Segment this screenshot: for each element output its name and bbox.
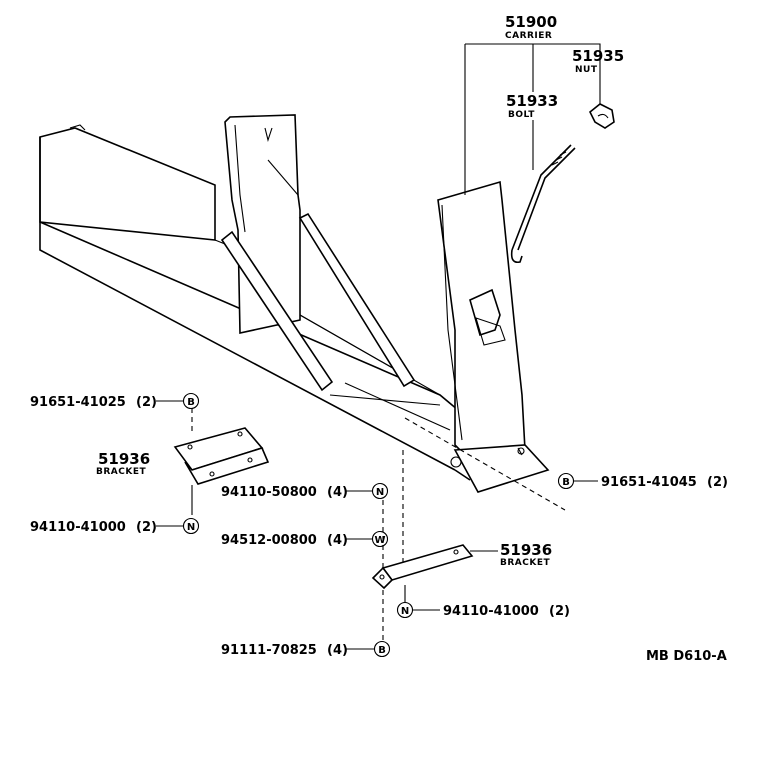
symbol-circle bbox=[557, 472, 575, 490]
callout-91651-41045: B 91651-41045 (2) bbox=[557, 472, 728, 490]
callout-symbol: N bbox=[376, 487, 384, 498]
callout-qty: (4) bbox=[327, 485, 348, 500]
symbol-circle bbox=[371, 482, 389, 500]
carrier-right-upright bbox=[437, 180, 550, 493]
callout-symbol: W bbox=[374, 535, 385, 546]
callout-94110-41000-left: 94110-41000 (2) N bbox=[30, 517, 200, 535]
bracket-right-name: BRACKET bbox=[500, 558, 550, 568]
bracket-left-name: BRACKET bbox=[96, 467, 146, 477]
callout-symbol: N bbox=[187, 522, 195, 533]
label-bracket-right: 51936 BRACKET bbox=[470, 541, 552, 568]
label-leader-carrier bbox=[464, 43, 601, 195]
bolt-part bbox=[510, 144, 576, 264]
callout-symbol: B bbox=[378, 645, 386, 656]
bolt-number: 51933 bbox=[506, 92, 558, 110]
callout-qty: (2) bbox=[549, 604, 570, 619]
carrier-braces bbox=[220, 212, 416, 392]
bracket-right-part bbox=[371, 544, 474, 590]
nut-name: NUT bbox=[575, 65, 598, 75]
carrier-name: CARRIER bbox=[505, 31, 552, 41]
callout-part-number: 91111-70825 bbox=[221, 643, 317, 658]
bolt-name: BOLT bbox=[508, 110, 535, 120]
bracket-left-number: 51936 bbox=[98, 450, 150, 468]
carrier-number: 51900 bbox=[505, 13, 557, 31]
callout-qty: (4) bbox=[327, 643, 348, 658]
callout-qty: (2) bbox=[136, 520, 157, 535]
label-carrier: 51900 CARRIER bbox=[505, 13, 557, 41]
callout-91651-41025: 91651-41025 (2) B bbox=[30, 392, 200, 410]
symbol-circle bbox=[373, 640, 391, 658]
symbol-circle bbox=[371, 530, 389, 548]
callout-part-number: 94110-50800 bbox=[221, 485, 317, 500]
callout-symbol: B bbox=[562, 477, 570, 488]
callout-qty: (2) bbox=[136, 395, 157, 410]
assembly-lines bbox=[191, 408, 566, 640]
callout-94110-50800: 94110-50800 (4) N bbox=[221, 482, 389, 500]
label-nut: 51935 NUT bbox=[572, 47, 624, 75]
callout-part-number: 91651-41025 bbox=[30, 395, 126, 410]
symbol-circle bbox=[182, 392, 200, 410]
callout-part-number: 91651-41045 bbox=[601, 475, 697, 490]
bracket-left-part bbox=[173, 427, 270, 485]
callout-94110-41000-right: N 94110-41000 (2) bbox=[396, 601, 570, 619]
nut-number: 51935 bbox=[572, 47, 624, 65]
callout-symbol: N bbox=[401, 606, 409, 617]
symbol-circle bbox=[396, 601, 414, 619]
symbol-circle bbox=[182, 517, 200, 535]
callout-qty: (2) bbox=[707, 475, 728, 490]
callout-94512-00800: 94512-00800 (4) W bbox=[221, 530, 389, 548]
callout-part-number: 94110-41000 bbox=[30, 520, 126, 535]
callout-part-number: 94110-41000 bbox=[443, 604, 539, 619]
callout-qty: (4) bbox=[327, 533, 348, 548]
label-bolt: 51933 BOLT bbox=[506, 92, 558, 120]
callout-91111-70825: 91111-70825 (4) B bbox=[221, 640, 391, 658]
nut-part bbox=[588, 103, 615, 129]
callout-part-number: 94512-00800 bbox=[221, 533, 317, 548]
callout-symbol: B bbox=[187, 397, 195, 408]
diagram-id: MB D610-A bbox=[646, 649, 727, 664]
carrier-left-post bbox=[224, 114, 301, 334]
bracket-right-number: 51936 bbox=[500, 541, 552, 559]
label-bracket-left: 51936 BRACKET bbox=[96, 450, 150, 477]
